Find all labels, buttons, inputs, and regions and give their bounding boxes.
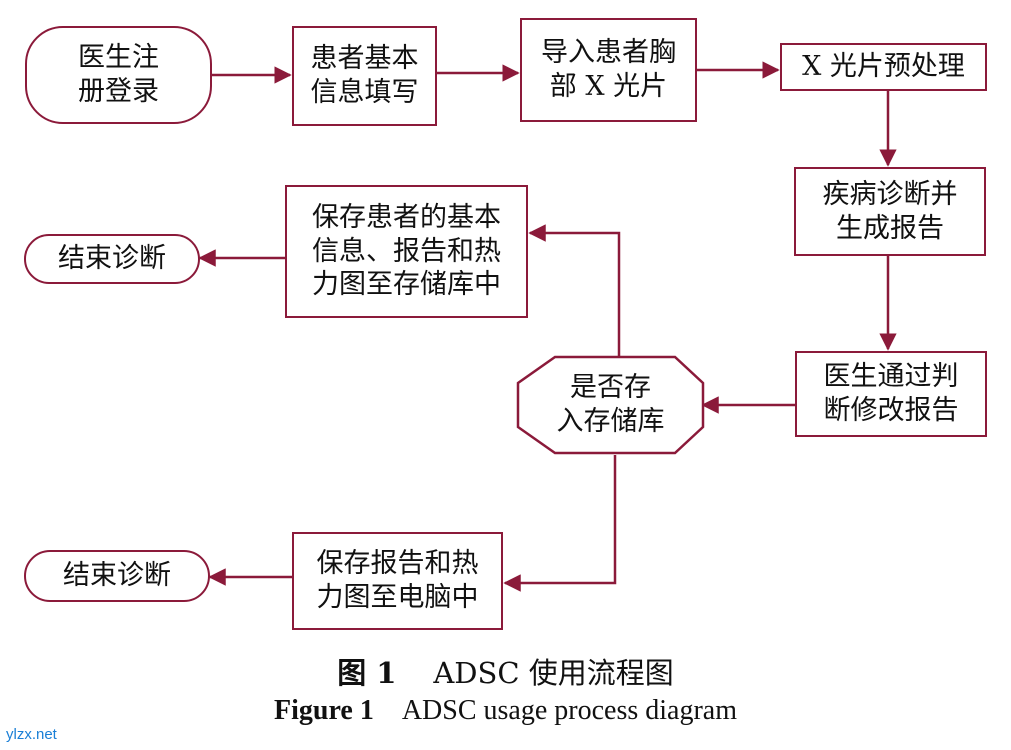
caption-english: Figure 1 ADSC usage process diagram (0, 695, 1011, 727)
caption-cn-text: ADSC 使用流程图 (433, 656, 674, 690)
decision-shape (516, 355, 705, 455)
node-text: 患者基本 (310, 43, 419, 75)
node-end-bottom: 结束诊断 (24, 550, 210, 602)
node-text: X 光片预处理 (802, 51, 965, 83)
node-save-to-db: 保存患者的基本信息、报告和热力图至存储库中 (285, 185, 528, 318)
node-text: 力图至存储库中 (312, 269, 501, 301)
node-text: 生成报告 (836, 212, 944, 244)
node-text: 信息填写 (310, 77, 419, 108)
node-diagnose-report: 疾病诊断并生成报告 (794, 167, 986, 256)
arrow-decision-to-savepc (503, 455, 617, 592)
arrow-decision-to-savedb (528, 224, 621, 357)
node-text: 医生注 (78, 42, 159, 74)
caption-en-label: Figure 1 (274, 695, 374, 726)
node-import-xray: 导入患者胸部 X 光片 (520, 18, 697, 122)
node-text: 信息、报告和热 (312, 235, 501, 267)
node-text: 断修改报告 (823, 395, 959, 426)
node-text: 医生通过判 (823, 361, 959, 393)
node-text: 是否存 (570, 372, 651, 404)
node-text: 结束诊断 (58, 243, 166, 275)
node-text: 保存患者的基本 (312, 201, 501, 233)
node-save-to-pc: 保存报告和热力图至电脑中 (292, 532, 503, 630)
node-text: 导入患者胸 (541, 37, 676, 69)
node-text: 入存储库 (556, 406, 665, 437)
node-text: 保存报告和热 (316, 548, 479, 580)
node-doctor-login: 医生注册登录 (25, 26, 212, 124)
node-save-decision: 是否存入存储库 (518, 357, 703, 453)
watermark: ylzx.net (6, 726, 57, 743)
node-patient-info: 患者基本信息填写 (292, 26, 437, 126)
caption-cn-label: 图 1 (337, 656, 397, 690)
node-text: 疾病诊断并 (822, 178, 958, 210)
caption-en-text: ADSC usage process diagram (401, 695, 737, 726)
node-text: 结束诊断 (63, 560, 171, 592)
node-text: 册登录 (78, 76, 159, 107)
caption-chinese: 图 1 ADSC 使用流程图 (0, 650, 1011, 692)
node-text: 部 X 光片 (549, 71, 668, 102)
node-end-top: 结束诊断 (24, 234, 200, 284)
node-doctor-revise: 医生通过判断修改报告 (795, 351, 987, 437)
node-text: 力图至电脑中 (316, 582, 479, 613)
node-xray-preprocess: X 光片预处理 (780, 43, 987, 91)
